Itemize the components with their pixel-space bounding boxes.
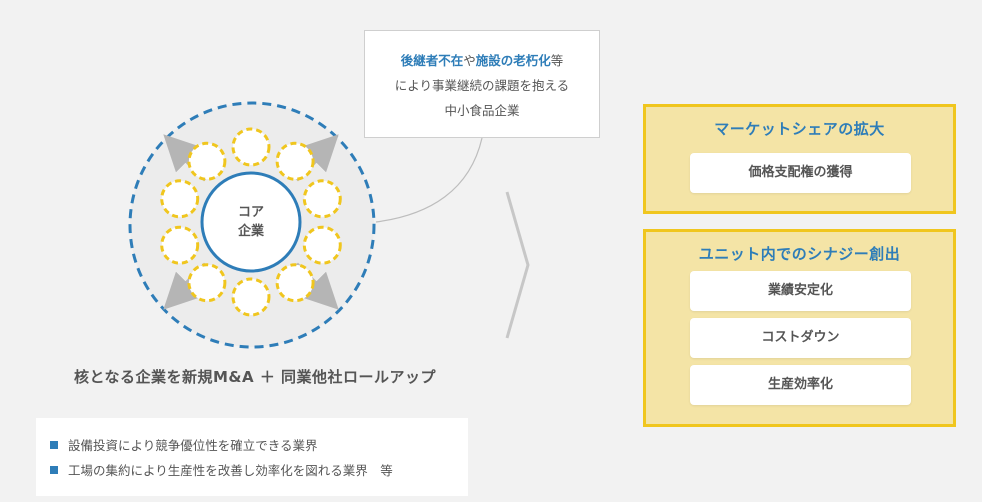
callout-line-3: 中小食品企業 bbox=[444, 103, 520, 118]
industry-note: 設備投資により競争優位性を確立できる業界 bbox=[50, 433, 468, 458]
market-share-title: マーケットシェアの拡大 bbox=[714, 120, 885, 138]
target-company-callout: 後継者不在や施設の老朽化等 により事業継続の課題を抱える 中小食品企業 bbox=[364, 30, 600, 138]
peer-company-circle bbox=[231, 127, 271, 167]
callout-line-1: 後継者不在や施設の老朽化等 bbox=[365, 48, 599, 73]
peer-company-circle bbox=[275, 141, 315, 181]
peer-company-circles bbox=[160, 127, 342, 317]
callout-line-2: により事業継続の課題を抱える bbox=[394, 78, 570, 93]
peer-company-circle bbox=[302, 179, 342, 219]
core-company-label-2: 企業 bbox=[237, 223, 265, 239]
core-company-label-1: コア bbox=[238, 205, 264, 220]
peer-company-circle bbox=[302, 225, 342, 265]
synergy-title: ユニット内でのシナジー創出 bbox=[698, 245, 901, 263]
peer-company-circle bbox=[187, 141, 227, 181]
flow-chevron-icon bbox=[505, 191, 530, 339]
industry-note: 工場の集約により生産性を改善し効率化を図れる業界 等 bbox=[50, 458, 468, 483]
peer-company-circle bbox=[160, 179, 200, 219]
target-industries-box: 設備投資により競争優位性を確立できる業界 工場の集約により生産性を改善し効率化を… bbox=[36, 418, 468, 496]
cost-down-item: コストダウン bbox=[690, 318, 911, 358]
peer-company-circle bbox=[275, 263, 315, 303]
callout-highlight-aging: 施設の老朽化 bbox=[475, 53, 551, 68]
pricing-power-item: 価格支配権の獲得 bbox=[690, 153, 911, 193]
callout-connector bbox=[375, 137, 483, 223]
square-bullet-icon bbox=[50, 441, 58, 449]
strategy-caption: 核となる企業を新規M&A ＋ 同業他社ロールアップ bbox=[73, 368, 437, 386]
callout-highlight-successor: 後継者不在 bbox=[400, 53, 464, 68]
market-share-panel: マーケットシェアの拡大 価格支配権の獲得 bbox=[643, 104, 956, 214]
production-efficiency-item: 生産効率化 bbox=[690, 365, 911, 405]
industry-note-text: 工場の集約により生産性を改善し効率化を図れる業界 等 bbox=[68, 463, 393, 478]
square-bullet-icon bbox=[50, 466, 58, 474]
callout-text-etc: 等 bbox=[550, 53, 564, 68]
callout-text-ya: や bbox=[463, 53, 476, 68]
synergy-panel: ユニット内でのシナジー創出 業績安定化 コストダウン 生産効率化 bbox=[643, 229, 956, 427]
earnings-stability-item: 業績安定化 bbox=[690, 271, 911, 311]
core-company-circle bbox=[200, 171, 302, 273]
peer-company-circle bbox=[160, 225, 200, 265]
industry-note-text: 設備投資により競争優位性を確立できる業界 bbox=[68, 438, 318, 453]
peer-company-circle bbox=[187, 263, 227, 303]
peer-company-circle bbox=[231, 277, 271, 317]
